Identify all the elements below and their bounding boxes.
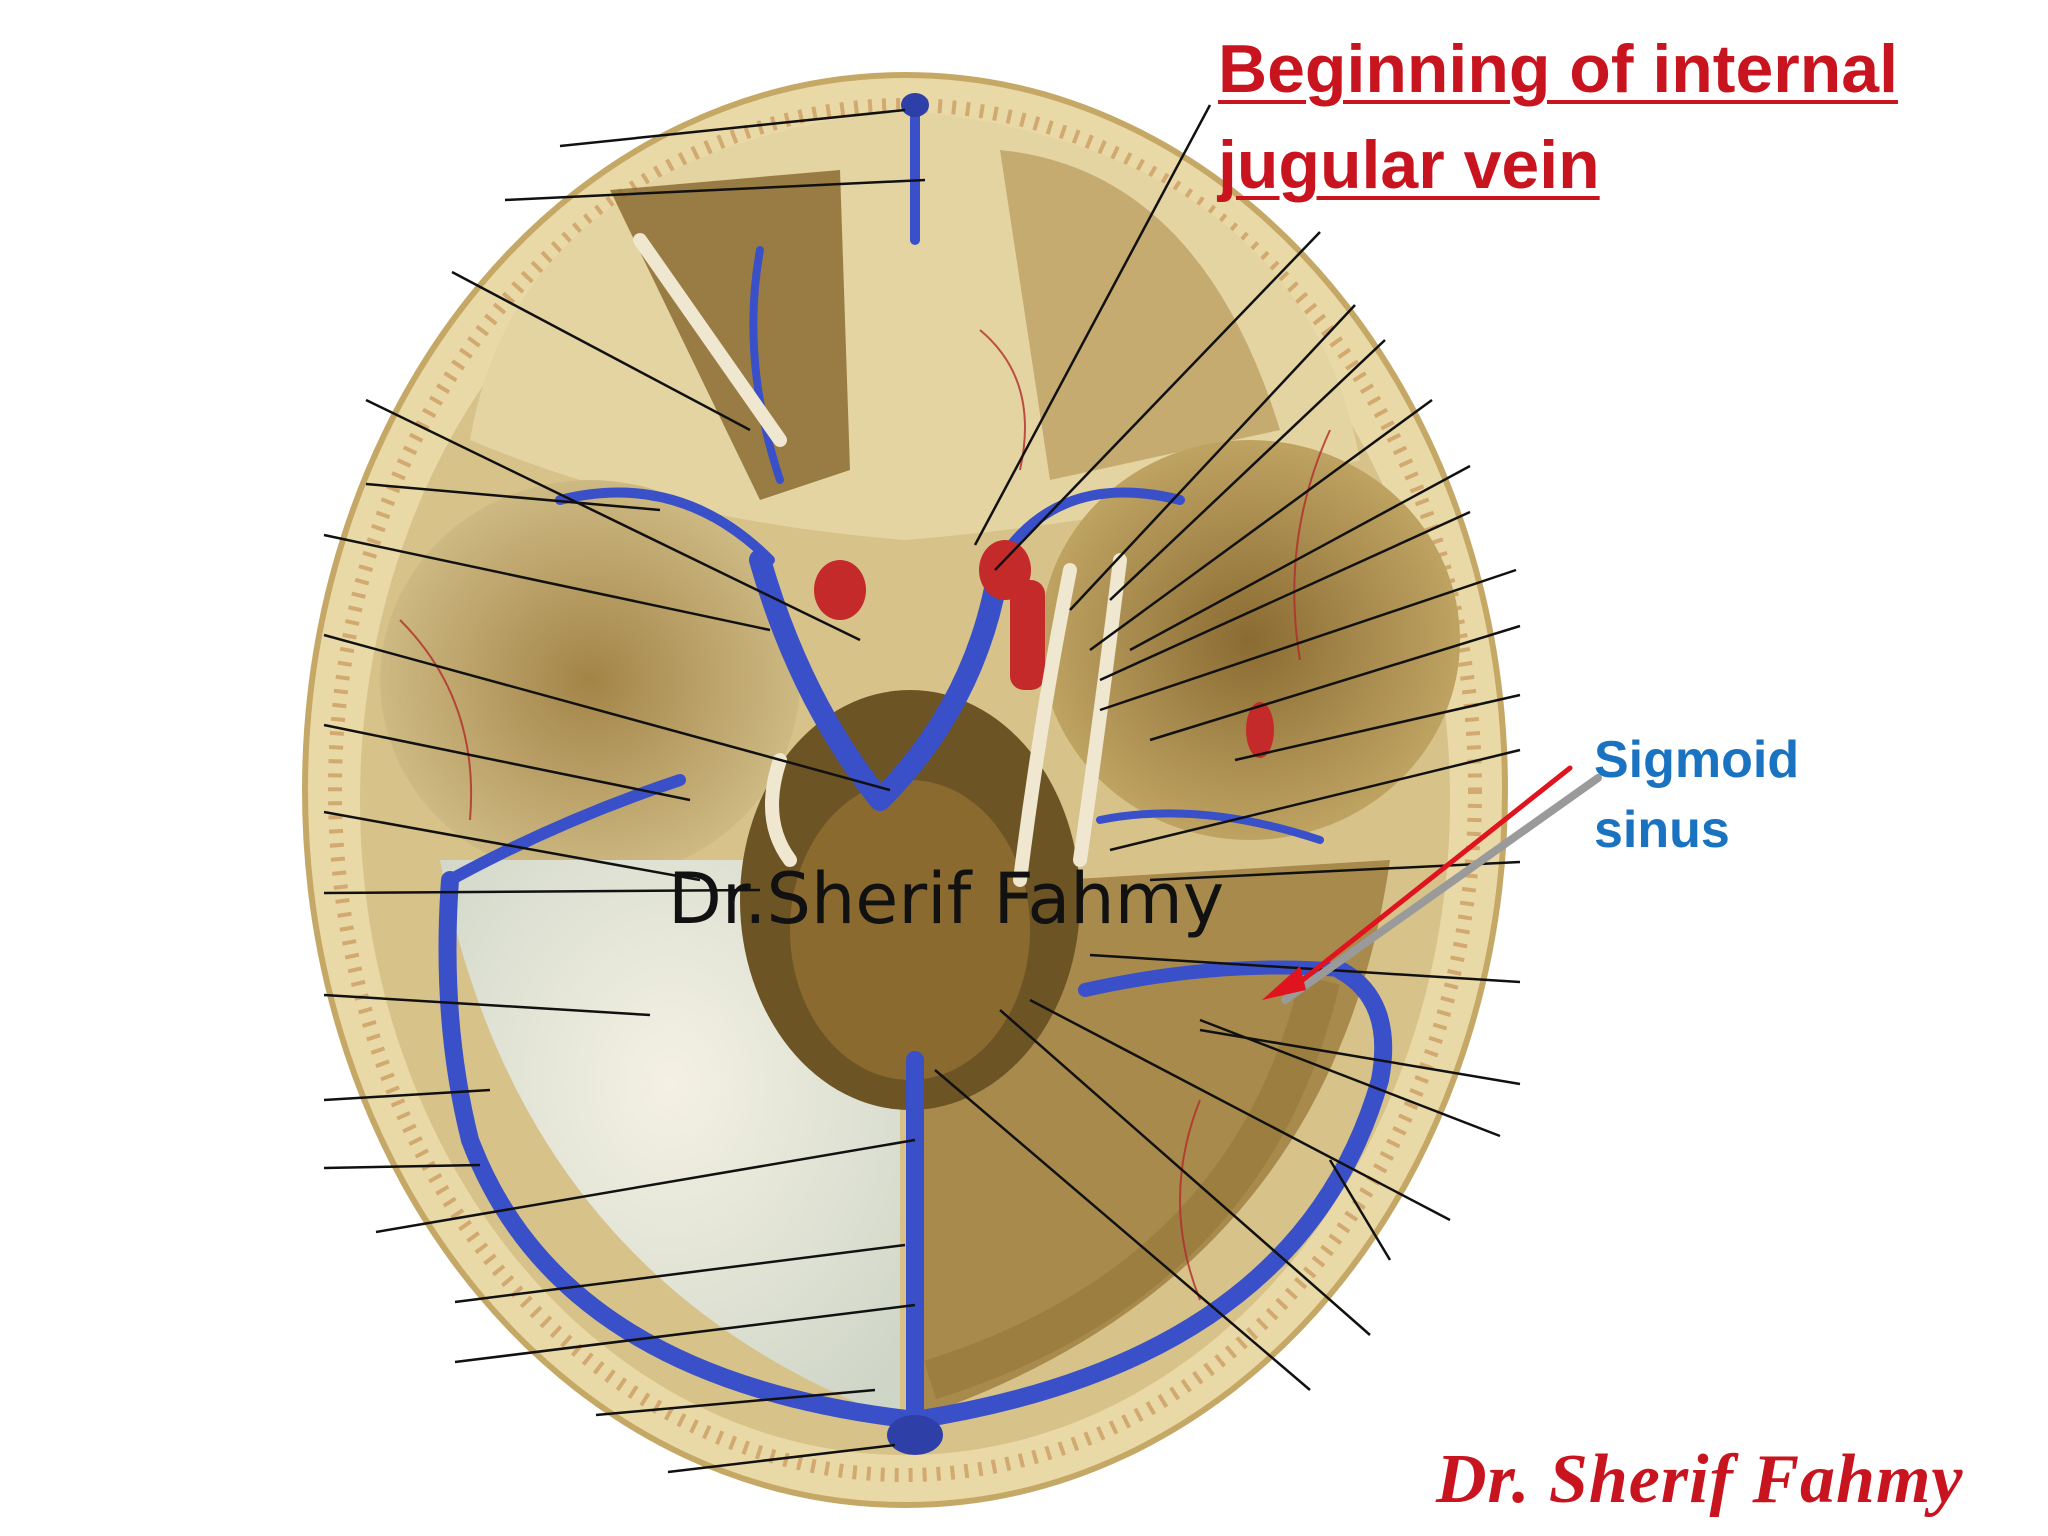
sigmoid-label-line-1: Sigmoid (1594, 731, 1800, 789)
left-transverse-sinus (438, 871, 924, 1429)
internal-carotid-arteries (814, 540, 1274, 758)
cavernous-sinus (749, 549, 1011, 811)
signature: Dr. Sherif Fahmy (1436, 1441, 1964, 1518)
sphenoparietal-sinus-right (995, 487, 1185, 565)
anterior-cranial-fossa (470, 110, 1360, 540)
middle-cranial-fossa-right (1040, 440, 1460, 840)
superior-petrosal-sinus (1096, 809, 1324, 844)
title-line-1: Beginning of internal (1218, 31, 1898, 107)
sigmoid-sinus-arrow (1262, 765, 1602, 1004)
title-line-2: jugular vein (1218, 127, 1600, 203)
foramen-magnum (740, 690, 1080, 1110)
label-leader-lines (323, 104, 1521, 1474)
sigmoid-label-line-2: sinus (1594, 801, 1730, 859)
right-transverse-sinus (906, 961, 1393, 1429)
meningeal-arteries (399, 329, 1331, 1301)
confluence-of-sinuses (887, 93, 943, 1455)
dural-venous-sinuses (438, 105, 1393, 1429)
cranial-nerves (633, 233, 1127, 887)
middle-cranial-fossa-left (380, 480, 800, 880)
sphenoparietal-sinus-left (555, 487, 775, 565)
watermark: Dr.Sherif Fahmy (668, 858, 1225, 940)
anterior-ethmoidal-vein (749, 246, 784, 484)
left-sigmoid-sinus (444, 774, 686, 886)
